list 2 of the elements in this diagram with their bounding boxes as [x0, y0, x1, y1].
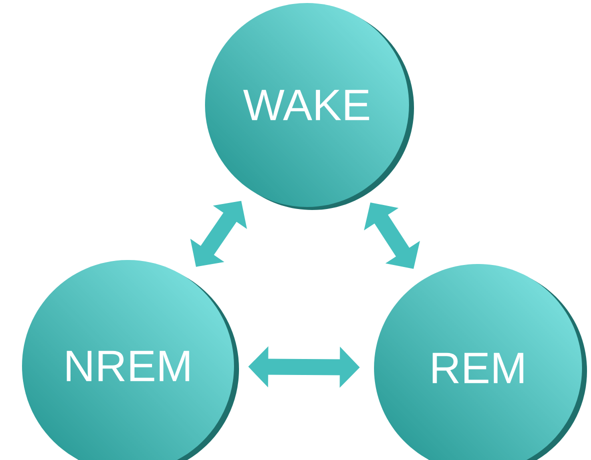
circle-node: NREM — [22, 260, 239, 460]
circle-node: REM — [374, 264, 587, 460]
